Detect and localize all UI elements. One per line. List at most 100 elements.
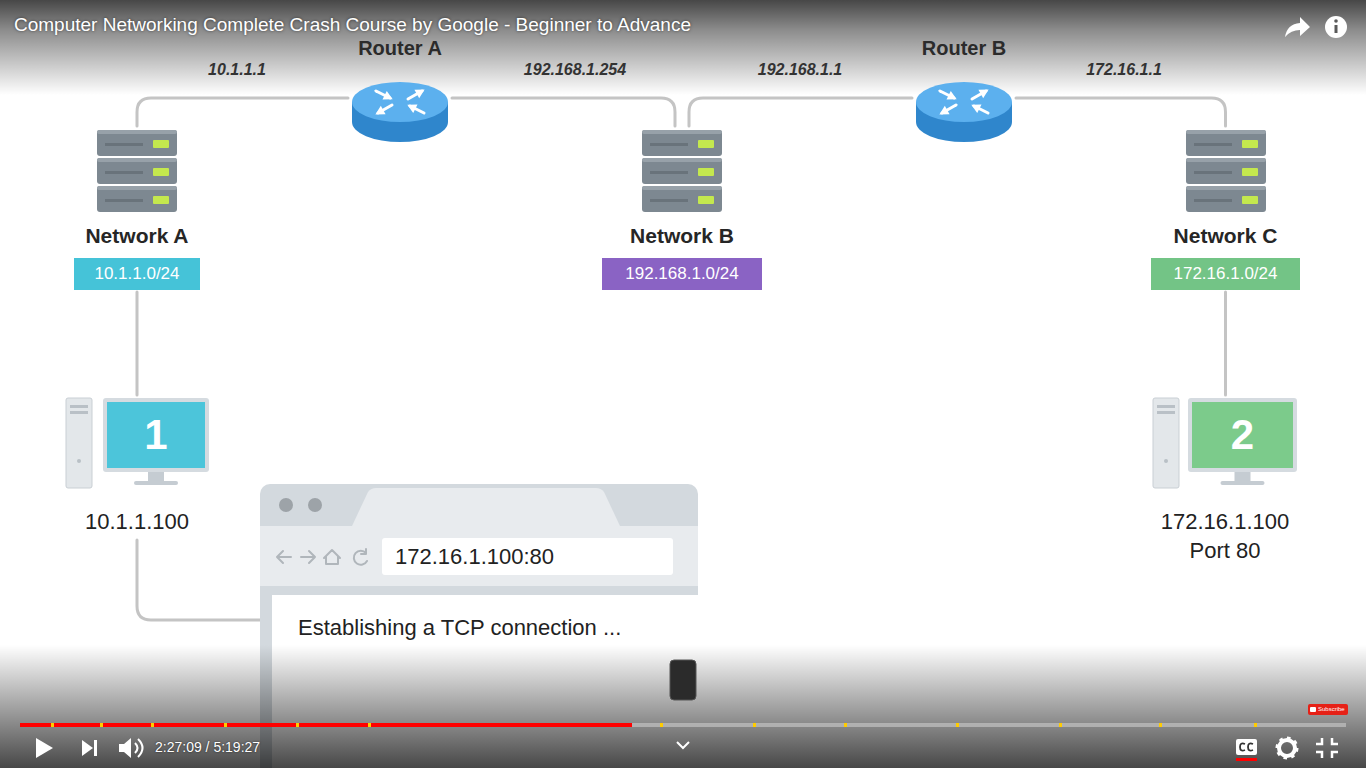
server-icon [642,130,722,214]
computer-number-holder: 1 [107,402,205,468]
chapter-chevron [677,742,689,748]
network-name: Network C [1174,223,1278,249]
server-unit [97,130,177,156]
server-light [1242,196,1258,204]
subnet-badge-holder: 172.16.1.0/24 [1147,258,1304,290]
window-dot [279,498,293,512]
server-unit-top [97,130,177,134]
network-link [137,540,260,620]
back-arrow [277,551,291,563]
volume-wave [138,739,143,757]
tower-bay [70,411,88,414]
top-icons [0,0,1366,60]
interface-address-holder: 192.168.1.1 [650,59,950,81]
server-slot [1194,171,1232,174]
router: Router A [348,36,452,144]
server-unit [1186,130,1266,156]
server-slot [650,199,688,202]
network-link [1016,98,1226,126]
computer-number: 2 [1231,402,1254,468]
network-name: Network A [85,223,188,249]
reload-icon [354,549,367,565]
server-light [698,140,714,148]
monitor-frame [1188,398,1297,472]
address-bar: 172.16.1.100:80 [382,538,673,575]
server-unit [642,158,722,184]
interface-address: 192.168.1.1 [758,59,843,81]
video-title-holder: Computer Networking Complete Crash Cours… [14,14,691,36]
server-unit-top [97,186,177,190]
computer-number: 1 [144,402,167,468]
chapter-mark [51,723,54,727]
chapter-mark [224,723,227,727]
host-address: Port 80 [1190,538,1261,564]
interface-address: 10.1.1.1 [208,59,266,81]
router-arrow-head [946,91,956,100]
computer: 110.1.1.100 [62,395,212,540]
progress-track [20,723,1346,727]
server-unit [97,158,177,184]
subnet-badge-holder: 10.1.1.0/24 [70,258,204,290]
seek-preview [670,660,696,700]
server-light [698,168,714,176]
server-icon [1186,130,1266,214]
interface-address: 172.16.1.1 [1086,59,1162,81]
network-name-holder: Network B [598,223,766,249]
network-link [689,98,912,126]
computer-number-holder: 2 [1192,402,1293,468]
router-arrow-head [939,106,949,115]
server-unit-top [1186,186,1266,190]
monitor-stand [1235,471,1251,482]
chapter-mark [296,723,299,727]
status-message: Establishing a TCP connection ... [298,615,700,641]
captions-button [1236,739,1257,755]
tower-bay [1157,411,1175,414]
network-link [137,98,348,126]
server-light [153,140,169,148]
exit-fullscreen [1316,738,1338,758]
server-unit [97,186,177,212]
server-icon [97,130,177,214]
host-address-holder: Port 80 [1150,538,1300,564]
router-arrow-head [382,91,392,100]
server-unit [642,130,722,156]
tower-button [1164,459,1168,463]
chapter-marks [51,723,1257,727]
host-address: 172.16.1.100 [1161,509,1289,535]
server-unit-top [642,158,722,162]
interface-address-holder: 10.1.1.1 [87,59,387,81]
server-unit [1186,186,1266,212]
network-link [1224,292,1227,395]
tower-bay [70,405,88,408]
computer-tower [66,398,92,488]
tower-button [77,459,81,463]
chapter-mark [1159,723,1162,727]
computer-icon [1150,395,1300,491]
server-slot [105,199,143,202]
server-slot [1194,199,1232,202]
router-name: Router A [358,36,442,60]
network-link [452,98,675,126]
host-address-holder: 172.16.1.100 [1150,509,1300,535]
server-slot [650,143,688,146]
router-name-holder: Router A [348,36,452,60]
router-icon [914,78,1014,144]
chapter-mark [1059,723,1062,727]
router-name-holder: Router B [912,36,1016,60]
next-button [82,740,93,756]
interface-address-holder: 172.16.1.1 [974,59,1274,81]
play-button [36,738,53,758]
browser-toolbar [260,526,698,586]
forward-arrow [301,551,315,563]
network-link [136,292,139,395]
tower-bay [1157,405,1175,408]
computer: 2 172.16.1.100Port 80 [1150,395,1300,565]
video-time: 2:27:09 / 5:19:27 [155,738,260,756]
router-name: Router B [922,36,1006,60]
network: Network C 172.16.1.0/24 [1147,126,1304,292]
router: Router B [912,36,1016,144]
interface-address-holder: 192.168.1.254 [425,59,725,81]
info-icon-dot [1334,19,1338,23]
